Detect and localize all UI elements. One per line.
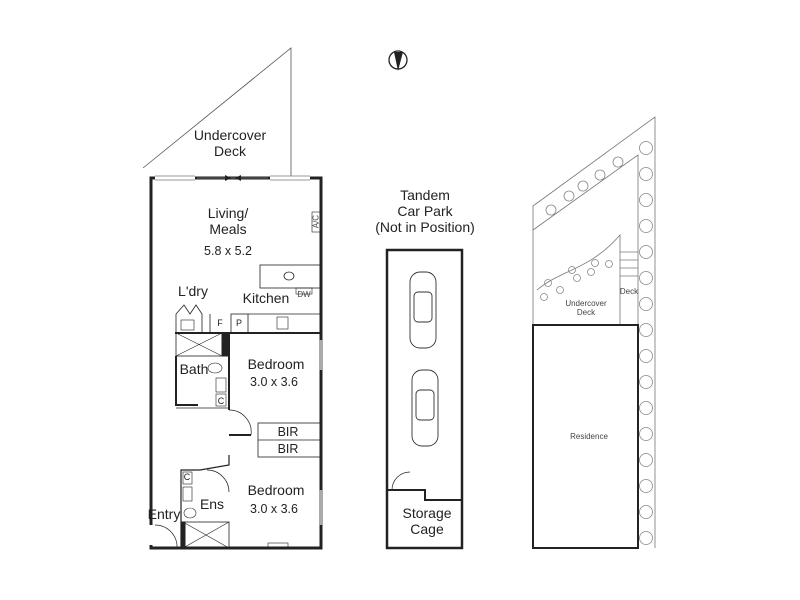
entry-label: Entry (147, 506, 181, 522)
compass-icon (388, 50, 408, 71)
ac-label: A/C (311, 214, 321, 229)
tree-icon (639, 401, 653, 415)
tree-icon (540, 293, 548, 301)
tree-icon (639, 375, 653, 389)
kitchen-label: Kitchen (242, 290, 290, 306)
living-meals-size: 5.8 x 5.2 (204, 244, 252, 258)
undercover-deck-label: Undercover Deck (193, 127, 267, 160)
storage-cage-label: Storage Cage (402, 505, 452, 538)
tree-icon (639, 427, 653, 441)
tree-icon (639, 349, 653, 363)
tree-icon (577, 180, 589, 192)
tree-icon (639, 141, 653, 155)
ensuite-cupboard-label: C (183, 472, 191, 482)
tree-icon (639, 531, 653, 545)
tree-icon (573, 274, 581, 282)
tree-icon (587, 268, 595, 276)
tree-icon (612, 156, 624, 168)
tree-icon (639, 453, 653, 467)
bedroom-1-label: Bedroom (247, 356, 305, 372)
tree-icon (568, 266, 576, 274)
bath-label: Bath (179, 361, 209, 377)
tree-icon (544, 279, 552, 287)
ensuite-label: Ens (199, 496, 225, 512)
tree-icon (639, 193, 653, 207)
tree-icon (563, 190, 575, 202)
cupboard-label: C (217, 396, 225, 406)
car-park-outline (385, 248, 464, 550)
bedroom-1-size: 3.0 x 3.6 (250, 375, 298, 389)
car-park-title: Tandem Car Park (Not in Position) (375, 187, 475, 236)
undercover-deck-outline (142, 47, 292, 178)
site-deck-label: Deck (619, 287, 639, 296)
fridge-label: F (217, 318, 223, 328)
apartment-walls (149, 175, 323, 550)
tree-icon (594, 169, 606, 181)
dishwasher-label: DW (297, 290, 311, 299)
residence-outline (532, 324, 639, 549)
pantry-label: P (235, 318, 243, 328)
tree-icon (639, 167, 653, 181)
tree-icon (639, 323, 653, 337)
bedroom-2-size: 3.0 x 3.6 (250, 502, 298, 516)
car-icon (411, 369, 439, 447)
tree-icons (540, 141, 653, 545)
tree-icon (605, 260, 613, 268)
tree-icon (639, 505, 653, 519)
residence-label: Residence (570, 432, 608, 441)
living-meals-label: Living/ Meals (207, 205, 249, 238)
tree-icon (591, 259, 599, 267)
tree-icon (639, 245, 653, 259)
site-plan-outline (532, 116, 656, 548)
bir-2-label: BIR (277, 442, 299, 456)
tree-icon (639, 219, 653, 233)
bir-1-label: BIR (277, 425, 299, 439)
tree-icon (639, 479, 653, 493)
tree-icon (545, 204, 557, 216)
tree-icon (639, 271, 653, 285)
laundry-label: L'dry (178, 283, 208, 299)
car-icon (409, 271, 437, 349)
tree-icon (556, 286, 564, 294)
bedroom-2-label: Bedroom (247, 482, 305, 498)
tree-icon (639, 297, 653, 311)
site-undercover-deck-label: Undercover Deck (565, 299, 607, 318)
